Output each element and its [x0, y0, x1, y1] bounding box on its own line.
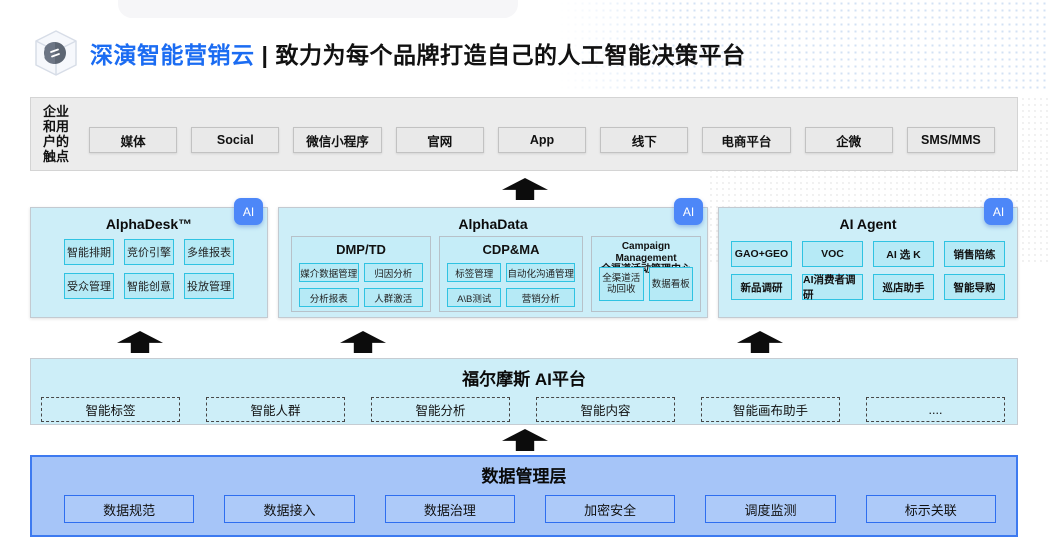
touchpoint-app: App — [497, 127, 587, 153]
page-title: 深演智能营销云|致力为每个品牌打造自己的人工智能决策平台 — [90, 36, 745, 70]
cdp-ma-subpanel: CDP&MA 标签管理 自动化沟通管理 A\B测试 营销分析 — [439, 236, 583, 312]
dmp-td-items: 媒介数据管理 归因分析 分析报表 人群激活 — [299, 263, 423, 307]
touchpoint-social: Social — [191, 127, 280, 153]
data-layer-item: 调度监测 — [705, 495, 836, 523]
title-separator: | — [261, 42, 269, 68]
cdp-ma-item: 营销分析 — [506, 288, 575, 307]
dmp-td-item: 归因分析 — [363, 263, 423, 282]
data-layer-item: 标示关联 — [865, 495, 996, 523]
touchpoint-ecommerce: 电商平台 — [702, 127, 791, 153]
up-arrow — [502, 178, 548, 200]
touchpoint-website: 官网 — [395, 127, 484, 153]
up-arrow — [737, 331, 783, 353]
touchpoints-label-line: 户的 — [43, 134, 70, 149]
alphadesk-item: 智能排期 — [64, 239, 114, 265]
alphadesk-item: 投放管理 — [184, 273, 234, 299]
ai-agent-title: AI Agent — [839, 216, 897, 232]
up-arrow — [502, 429, 548, 451]
touchpoints-label-line: 和用 — [43, 119, 70, 134]
touchpoints-list: 媒体 Social 微信小程序 官网 App 线下 电商平台 企微 SMS/MM… — [89, 127, 995, 153]
touchpoint-wechat-miniprogram: 微信小程序 — [293, 127, 382, 153]
cdp-ma-title: CDP&MA — [482, 242, 540, 257]
campaign-management-subpanel: Campaign Management 全渠道活动管理中心 全渠道活动回收 数据… — [591, 236, 701, 312]
header: 深演智能营销云|致力为每个品牌打造自己的人工智能决策平台 — [34, 27, 745, 79]
holmes-items: 智能标签 智能人群 智能分析 智能内容 智能画布助手 .... — [41, 397, 1005, 422]
cdp-ma-items: 标签管理 自动化沟通管理 A\B测试 营销分析 — [447, 263, 575, 307]
campaign-title-en: Campaign Management — [615, 241, 677, 264]
ai-agent-item: 智能导购 — [944, 274, 1005, 300]
dmp-td-item: 人群激活 — [363, 288, 423, 307]
data-layer-items: 数据规范 数据接入 数据治理 加密安全 调度监测 标示关联 — [64, 495, 996, 523]
data-management-layer: 数据管理层 数据规范 数据接入 数据治理 加密安全 调度监测 标示关联 — [30, 455, 1018, 537]
ai-badge: AI — [984, 198, 1013, 225]
ai-agent-item: 新品调研 — [731, 274, 792, 300]
touchpoints-label-line: 企业 — [43, 104, 70, 119]
alphadata-title: AlphaData — [458, 216, 528, 232]
ai-agent-item: 巡店助手 — [873, 274, 934, 300]
up-arrow — [340, 331, 386, 353]
holmes-item: 智能标签 — [41, 397, 180, 422]
campaign-items: 全渠道活动回收 数据看板 — [599, 267, 693, 301]
alphadesk-item: 智能创意 — [124, 273, 174, 299]
alphadesk-panel: AI AlphaDesk™ 智能排期 竞价引擎 多维报表 受众管理 智能创意 投… — [30, 198, 268, 318]
ai-badge: AI — [234, 198, 263, 225]
brand-name: 深演智能营销云 — [90, 42, 255, 68]
holmes-item: 智能分析 — [371, 397, 510, 422]
touchpoints-label-line: 触点 — [43, 149, 70, 164]
campaign-item: 数据看板 — [648, 267, 693, 301]
ai-agent-panel: AI AI Agent GAO+GEO VOC AI 选 K 销售陪练 新品调研… — [718, 198, 1018, 318]
holmes-title: 福尔摩斯 AI平台 — [462, 370, 586, 389]
data-layer-item: 数据规范 — [64, 495, 195, 523]
cdp-ma-item: 自动化沟通管理 — [506, 263, 575, 282]
data-layer-item: 加密安全 — [544, 495, 676, 523]
ai-agent-item: AI 选 K — [873, 241, 934, 267]
ai-agent-item: 销售陪练 — [944, 241, 1005, 267]
world-map-dots-decoration — [558, 0, 1048, 92]
data-layer-title: 数据管理层 — [481, 467, 567, 486]
up-arrow — [117, 331, 163, 353]
touchpoint-wecom: 企微 — [804, 127, 893, 153]
alphadesk-item: 竞价引擎 — [124, 239, 174, 265]
dmp-td-title: DMP/TD — [336, 242, 386, 257]
holmes-item: 智能人群 — [206, 397, 345, 422]
alphadata-subpanels: DMP/TD 媒介数据管理 归因分析 分析报表 人群激活 CDP&MA 标签管理… — [291, 236, 701, 312]
ai-agent-item: AI消费者调研 — [802, 274, 863, 301]
alphadata-panel: AI AlphaData DMP/TD 媒介数据管理 归因分析 分析报表 人群激… — [278, 198, 708, 318]
ai-agent-item: VOC — [802, 241, 863, 267]
campaign-item: 全渠道活动回收 — [599, 267, 644, 301]
ai-agent-item: GAO+GEO — [731, 241, 792, 267]
cdp-ma-item: A\B测试 — [447, 288, 502, 307]
holmes-item-more: .... — [866, 397, 1005, 422]
holmes-item: 智能内容 — [536, 397, 675, 422]
holmes-item: 智能画布助手 — [701, 397, 840, 422]
dmp-td-subpanel: DMP/TD 媒介数据管理 归因分析 分析报表 人群激活 — [291, 236, 431, 312]
touchpoints-label: 企业 和用 户的 触点 — [43, 104, 69, 164]
holmes-ai-platform-layer: 福尔摩斯 AI平台 智能标签 智能人群 智能分析 智能内容 智能画布助手 ...… — [30, 358, 1018, 425]
touchpoint-media: 媒体 — [89, 127, 178, 153]
alphadesk-title: AlphaDesk™ — [105, 216, 193, 232]
touchpoint-sms-mms: SMS/MMS — [906, 127, 995, 153]
alphadesk-items: 智能排期 竞价引擎 多维报表 受众管理 智能创意 投放管理 — [64, 239, 234, 299]
ai-badge: AI — [674, 198, 703, 225]
background-rounded-shape — [118, 0, 518, 18]
ai-agent-items: GAO+GEO VOC AI 选 K 销售陪练 新品调研 AI消费者调研 巡店助… — [731, 241, 1005, 301]
alphadesk-item: 受众管理 — [64, 273, 114, 299]
cdp-ma-item: 标签管理 — [447, 263, 502, 282]
dmp-td-item: 分析报表 — [299, 288, 359, 307]
data-layer-item: 数据治理 — [384, 495, 515, 523]
campaign-title: Campaign Management 全渠道活动管理中心 — [592, 241, 700, 276]
campaign-title-cn: 全渠道活动管理中心 — [601, 264, 691, 275]
touchpoint-offline: 线下 — [600, 127, 689, 153]
tagline: 致力为每个品牌打造自己的人工智能决策平台 — [275, 42, 746, 68]
dmp-td-item: 媒介数据管理 — [299, 263, 359, 282]
brand-cube-logo-icon — [35, 30, 77, 76]
alphadesk-item: 多维报表 — [184, 239, 234, 265]
data-layer-item: 数据接入 — [224, 495, 355, 523]
touchpoints-bar: 企业 和用 户的 触点 媒体 Social 微信小程序 官网 App 线下 电商… — [30, 97, 1018, 171]
